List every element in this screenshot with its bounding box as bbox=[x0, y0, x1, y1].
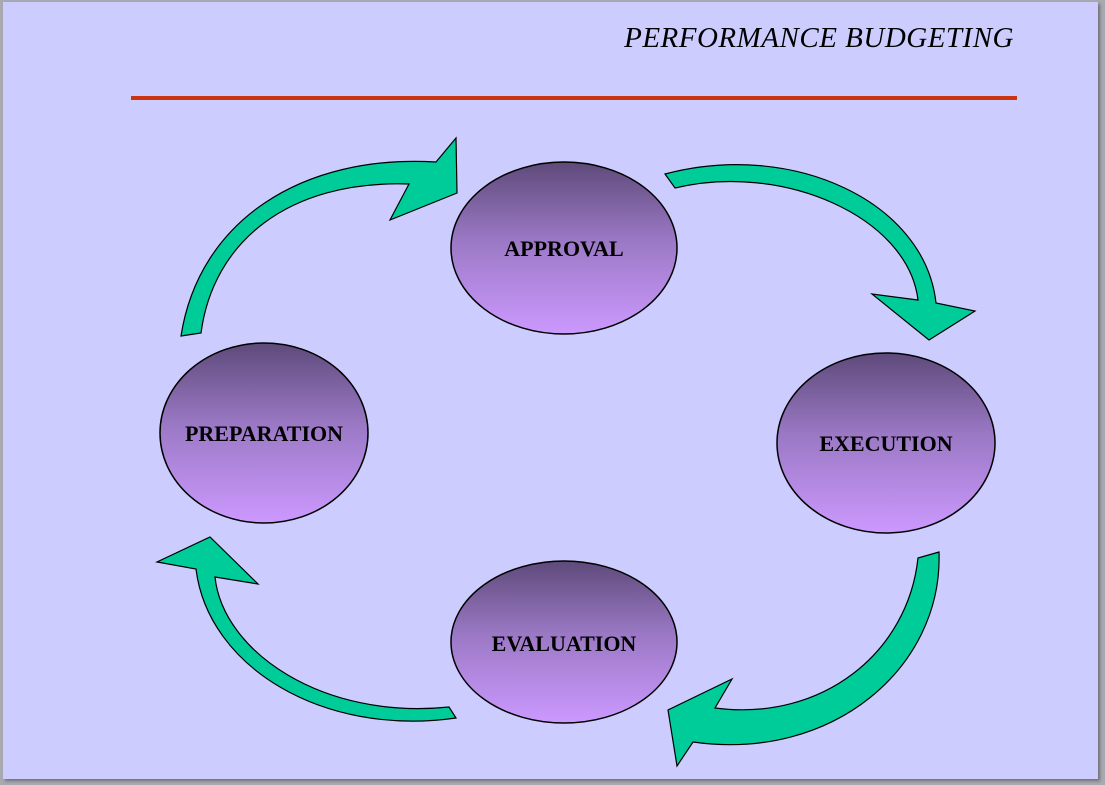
node-evaluation-shape bbox=[450, 560, 678, 724]
arrow-execution-to-evaluation bbox=[667, 551, 940, 768]
arrow-preparation-to-approval-body bbox=[180, 136, 458, 337]
node-preparation-label: PREPARATION bbox=[185, 421, 343, 446]
node-preparation-shape bbox=[159, 342, 369, 524]
slide: PERFORMANCE BUDGETING APPROVAL bbox=[3, 2, 1098, 779]
node-approval-shape bbox=[450, 161, 678, 335]
node-evaluation: EVALUATION bbox=[450, 560, 678, 724]
arrow-approval-to-execution bbox=[664, 164, 977, 341]
title-rule bbox=[131, 96, 1017, 100]
node-preparation: PREPARATION bbox=[159, 342, 369, 524]
node-execution: EXECUTION bbox=[776, 352, 996, 534]
node-execution-label: EXECUTION bbox=[819, 431, 952, 456]
cycle-diagram: APPROVAL EXECUTION EVALUATION PREPARATIO… bbox=[155, 136, 996, 768]
slide-title: PERFORMANCE BUDGETING bbox=[624, 22, 1014, 54]
node-evaluation-label: EVALUATION bbox=[492, 631, 637, 656]
arrow-evaluation-to-preparation bbox=[155, 536, 458, 722]
node-execution-shape bbox=[776, 352, 996, 534]
cycle-arrows bbox=[155, 136, 977, 768]
node-approval: APPROVAL bbox=[450, 161, 678, 335]
node-approval-label: APPROVAL bbox=[504, 236, 623, 261]
